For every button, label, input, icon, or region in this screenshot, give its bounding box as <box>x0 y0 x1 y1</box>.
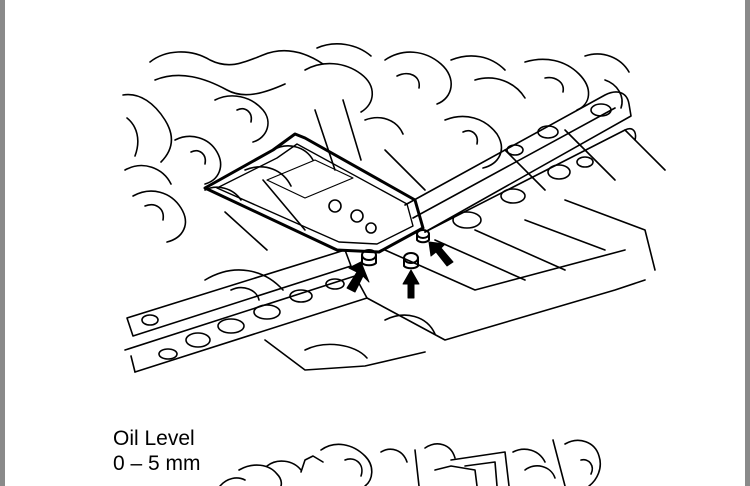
arrow-icon-left <box>346 261 370 293</box>
oil-level-label: Oil Level <box>113 427 195 450</box>
viewer-left-border <box>0 0 5 486</box>
underbody-bracket-illustration <box>122 43 666 373</box>
engine-background-lines <box>122 43 666 251</box>
bolt-middle <box>403 252 419 270</box>
frame-rail-upper <box>404 91 637 233</box>
arrow-icon-right <box>428 241 454 267</box>
bolts <box>361 229 430 270</box>
bolt-left <box>361 249 377 267</box>
oil-level-illustration <box>219 439 602 486</box>
bolt-right <box>416 229 430 244</box>
arrow-icon <box>346 241 454 299</box>
oil-level-value: 0 – 5 mm <box>113 452 201 475</box>
document-page: Oil Level 0 – 5 mm <box>5 0 745 486</box>
oil-level-caption: Oil Level 0 – 5 mm <box>113 426 201 476</box>
arrow-icon-middle <box>402 269 420 299</box>
bracket <box>203 132 425 254</box>
frame-rail-lower <box>124 249 368 373</box>
underbody-pan <box>204 199 656 371</box>
viewer-right-border <box>745 0 750 486</box>
